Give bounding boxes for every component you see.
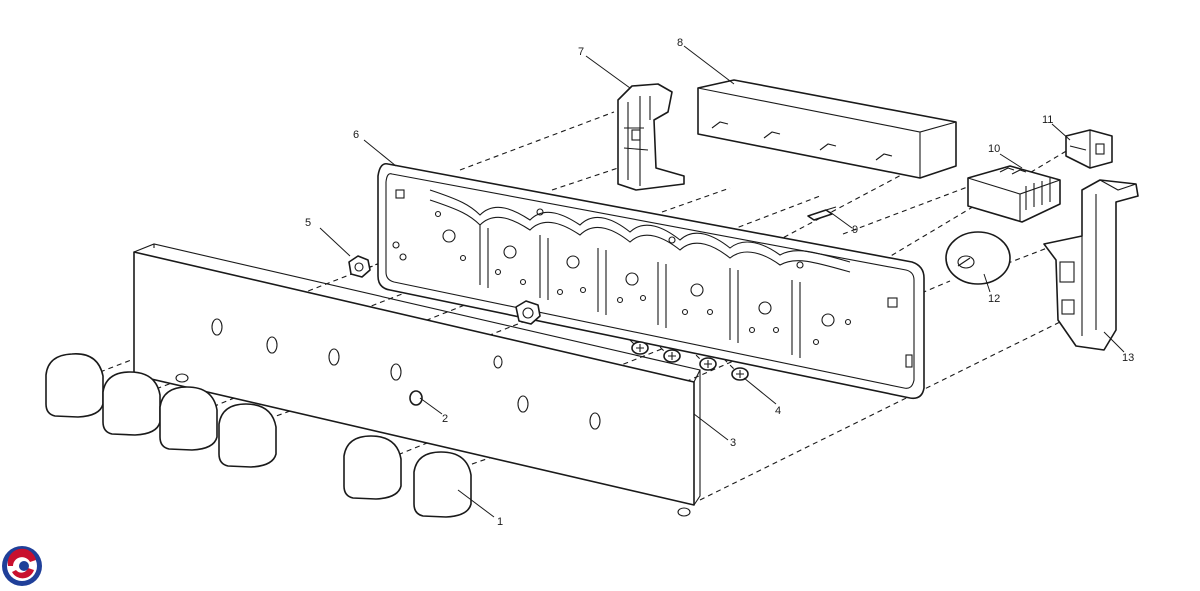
front-panel bbox=[133, 243, 701, 517]
bracket bbox=[617, 83, 685, 191]
side-bracket bbox=[1043, 179, 1139, 351]
callout-3: 3 bbox=[730, 437, 736, 449]
callout-1: 1 bbox=[497, 516, 503, 528]
round-timer bbox=[945, 231, 1011, 285]
callout-7: 7 bbox=[578, 46, 584, 58]
screws bbox=[631, 341, 749, 381]
brand-swirl-logo bbox=[2, 546, 42, 586]
callout-13: 13 bbox=[1122, 352, 1134, 364]
callout-2: 2 bbox=[442, 413, 448, 425]
terminal-block bbox=[967, 165, 1061, 223]
cover-box bbox=[697, 79, 957, 179]
callout-12: 12 bbox=[988, 293, 1000, 305]
frame-holes bbox=[392, 208, 852, 346]
connector-clip bbox=[1065, 129, 1113, 169]
panel-holes bbox=[211, 318, 601, 430]
callout-4: 4 bbox=[775, 405, 781, 417]
callout-8: 8 bbox=[677, 37, 683, 49]
nut bbox=[348, 255, 541, 325]
callout-labels: 1 2 3 4 5 6 7 8 9 10 11 12 13 bbox=[305, 37, 1134, 528]
rear-panel-frame bbox=[377, 162, 925, 400]
callout-6: 6 bbox=[353, 129, 359, 141]
leader-lines bbox=[319, 45, 1125, 518]
callout-5: 5 bbox=[305, 217, 311, 229]
control-knobs bbox=[45, 353, 472, 518]
indicator-lens bbox=[409, 390, 423, 406]
callout-11: 11 bbox=[1042, 114, 1053, 126]
callout-9: 9 bbox=[852, 224, 858, 236]
callout-10: 10 bbox=[988, 143, 1000, 155]
